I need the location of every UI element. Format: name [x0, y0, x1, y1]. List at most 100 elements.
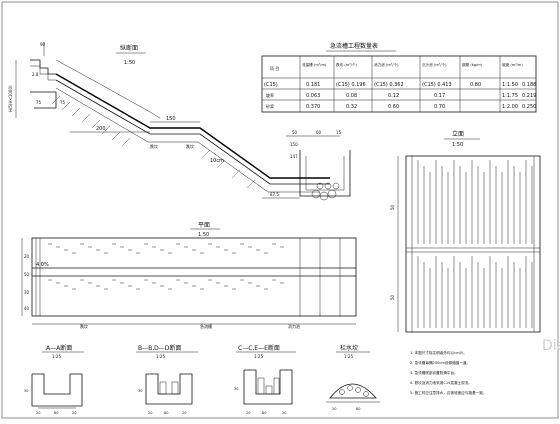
section-cc: C—C,E—E断面 1:25 20 80 20 30	[234, 344, 296, 415]
table-cell-0-5: 0.80	[470, 82, 481, 88]
profile-dim-50: 50	[292, 130, 298, 135]
table-header-0: 项 目	[270, 65, 279, 71]
svg-text:跌坎: 跌坎	[150, 143, 158, 149]
section-cc-dim-3: 30	[234, 387, 238, 391]
table-cell-2-1: 0.370	[306, 104, 320, 110]
table-header-6: 坡度 (m²/m)	[502, 62, 523, 67]
profile-view: 纵断面 1:50 H/5(H<1000) 2.8 90 75 75 2	[8, 42, 351, 201]
svg-text:147: 147	[290, 154, 298, 159]
section-aa: A—A断面 1:25 20 80 20 30	[24, 344, 84, 415]
table-cell-1-7: 0.219	[522, 93, 536, 99]
section-cc-dim-2: 20	[282, 411, 286, 415]
section-bb-scale: 1:25	[156, 354, 165, 359]
profile-dim-200: 200	[96, 126, 106, 132]
quantity-table: 急流槽工程数量表 项 目 流量槽 (m³/m) 跌坎 (m³/个) 消力池 (m…	[261, 42, 537, 113]
svg-text:50: 50	[390, 294, 395, 300]
svg-text:跌坎: 跌坎	[186, 143, 194, 149]
section-weir: 栏水坎 1:25 20 80	[326, 344, 380, 411]
section-aa-scale: 1:25	[52, 354, 61, 359]
notes: 1. 本图尺寸除注明者外均以cm计。 2. 急流槽每隔200cm设伸缩缝一道。 …	[410, 350, 486, 395]
profile-dim-75: 75	[60, 100, 66, 105]
table-cell-0-7: 0.188	[522, 82, 536, 88]
table-cell-1-4: 0.17	[434, 93, 445, 99]
section-bb-dim-0: 20	[148, 411, 152, 415]
section-weir-dim-1: 80	[356, 407, 360, 411]
profile-scale: 1:50	[124, 60, 135, 66]
profile-dim-150: 150	[166, 116, 176, 122]
table-cell-2-6: 1:2.00	[502, 104, 518, 110]
table-cell-1-3: 0.12	[388, 93, 399, 99]
table-cell-1-1: 0.063	[306, 93, 320, 99]
section-bb-dim-1: 80	[164, 411, 168, 415]
section-bb: B—B,D—D断面 1:25 20 80 20 30	[136, 344, 198, 415]
plan-title: 平面	[198, 222, 210, 229]
elevation-title: 立面	[452, 130, 464, 138]
table-cell-0-6: 1:1.50	[502, 82, 518, 88]
section-weir-title: 栏水坎	[340, 344, 358, 352]
section-aa-dim-3: 30	[24, 389, 28, 393]
note-3: 3. 急流槽底部设置防滑平台。	[410, 370, 458, 375]
section-aa-dim-1: 80	[54, 411, 58, 415]
section-bb-dim-2: 20	[182, 411, 186, 415]
table-cell-2-7: 0.250	[522, 104, 536, 110]
table-cell-0-3: (C15) 0.362	[374, 82, 404, 88]
table-cell-2-2: 0.32	[346, 104, 357, 110]
plan-label-left: 跌坎	[80, 323, 88, 329]
table-cell-2-4: 0.70	[434, 104, 445, 110]
section-cc-title: C—C,E—E断面	[238, 344, 280, 352]
elevation-view: 立面 1:50 50 50 Diagram	[390, 130, 560, 354]
elevation-scale: 1:50	[452, 142, 463, 148]
table-header-3: 消力池 (m³/个)	[374, 62, 399, 67]
table-cell-0-4: (C15) 0.413	[422, 82, 452, 88]
plan-dim-30: 30	[24, 290, 30, 295]
profile-dim-15: 15	[336, 130, 342, 135]
plan-dim-20: 20	[24, 254, 30, 259]
table-cell-0-1: 0.181	[306, 82, 320, 88]
svg-text:150: 150	[290, 142, 298, 147]
note-2: 2. 急流槽每隔200cm设伸缩缝一道。	[410, 360, 470, 365]
table-cell-2-0: 砂浆	[266, 103, 274, 109]
svg-text:50: 50	[390, 204, 395, 210]
plan-label-mid: 急流槽	[200, 323, 212, 329]
watermark: Diagram	[542, 338, 560, 354]
plan-dim-40: 40	[24, 306, 30, 311]
plan-scale: 1:50	[198, 232, 209, 238]
section-weir-dim-0: 20	[332, 407, 336, 411]
table-cell-0-2: (C15) 0.196	[336, 82, 366, 88]
note-4: 4. 跌坎及消力池采用C15混凝土现浇。	[410, 380, 472, 385]
table-cell-1-2: 0.08	[346, 93, 357, 99]
plan-label-right: 消力池	[288, 323, 300, 329]
note-5: 5. 施工时应注意排水，边坡坡度应与路基一致。	[410, 390, 486, 395]
table-header-5: 钢筋 (kg/m)	[462, 62, 483, 67]
note-1: 1. 本图尺寸除注明者外均以cm计。	[410, 350, 467, 355]
svg-text:90: 90	[40, 42, 46, 47]
profile-dim-875: 87.5	[270, 192, 279, 197]
table-header-1: 流量槽 (m³/m)	[302, 62, 327, 67]
section-cc-dim-0: 20	[246, 411, 250, 415]
profile-dim-60: 60	[316, 130, 322, 135]
profile-dim-10cm: 10cm	[210, 158, 224, 164]
section-cc-dim-1: 80	[262, 411, 266, 415]
svg-text:2.8: 2.8	[32, 72, 39, 77]
profile-title: 纵断面	[120, 44, 138, 52]
table-cell-1-0: 坡率	[266, 92, 274, 98]
section-bb-title: B—B,D—D断面	[138, 344, 181, 352]
plan-view: 平面 1:50 4.0% 跌坎 急流槽 消力池 20 50 30 40	[21, 222, 357, 329]
table-header-2: 跌坎 (m³/个)	[336, 62, 357, 67]
plan-slope: 4.0%	[36, 262, 49, 268]
section-aa-dim-2: 20	[72, 411, 76, 415]
table-header-4: 沉沙池 (m³/个)	[422, 62, 447, 67]
section-aa-dim-0: 20	[36, 411, 40, 415]
section-weir-scale: 1:25	[344, 354, 353, 359]
section-cc-scale: 1:25	[254, 354, 263, 359]
section-aa-title: A—A断面	[46, 344, 72, 352]
table-title: 急流槽工程数量表	[330, 42, 378, 50]
section-bb-dim-3: 30	[138, 389, 142, 393]
plan-dim-50: 50	[24, 272, 30, 277]
table-cell-2-3: 0.60	[388, 104, 399, 110]
profile-left-dim: H/5(H<1000)	[8, 85, 13, 112]
svg-text:75: 75	[36, 100, 42, 105]
